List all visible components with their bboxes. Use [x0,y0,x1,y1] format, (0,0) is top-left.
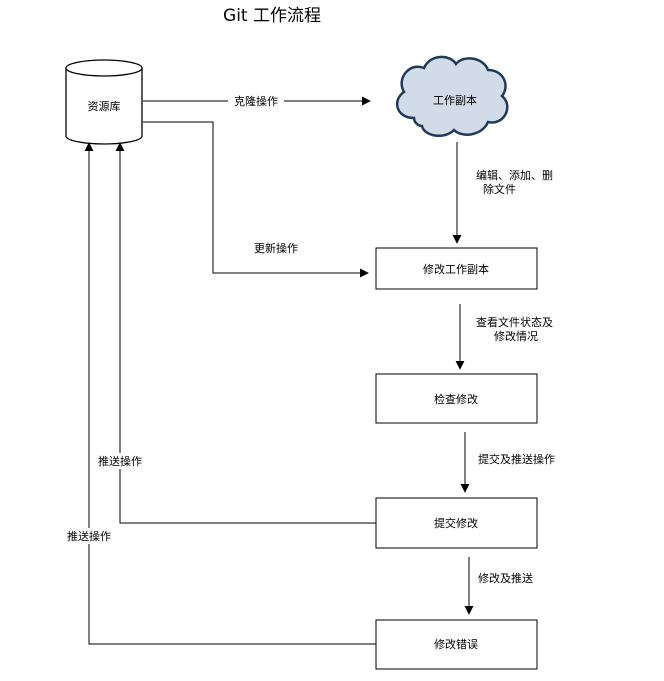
working-copy-label: 工作副本 [433,93,477,107]
push-from-fix-label-bg [63,528,115,544]
fix-push-label: 修改及推送 [478,571,533,585]
review-changes-label: 检查修改 [434,392,478,406]
working-copy-node: 工作副本 [395,55,509,138]
commit-changes-box [375,497,538,549]
update-arrow [143,121,369,278]
status-label-line1: 查看文件状态及 [476,315,553,329]
modify-copy-box [375,247,538,290]
status-label-line2: 修改情况 [494,329,538,343]
push-from-commit-arrow [115,142,376,524]
fix-errors-label: 修改错误 [434,637,478,651]
fix-errors-box [375,619,538,670]
modify-copy-label: 修改工作副本 [423,262,489,276]
edit-label-line2: 除文件 [483,182,516,196]
repository-cylinder-shape [65,68,143,145]
push-from-fix-label: 推送操作 [67,529,111,543]
commit-push-label: 提交及推送操作 [478,452,555,466]
diagram-title: Git 工作流程 [223,6,321,26]
repository-node: 资源库 [65,59,143,145]
update-label: 更新操作 [254,241,298,255]
push-from-fix-arrow [84,142,376,645]
commit-changes-label: 提交修改 [434,516,478,530]
edit-label-line1: 编辑、添加、删 [476,168,553,182]
review-changes-box [375,373,538,424]
clone-label: 克隆操作 [234,94,278,108]
cloud-shape [395,55,509,138]
repository-label: 资源库 [88,99,121,113]
push-from-commit-label-bg [94,453,146,469]
repository-cylinder-top [65,59,143,77]
push-from-commit-label: 推送操作 [98,454,142,468]
